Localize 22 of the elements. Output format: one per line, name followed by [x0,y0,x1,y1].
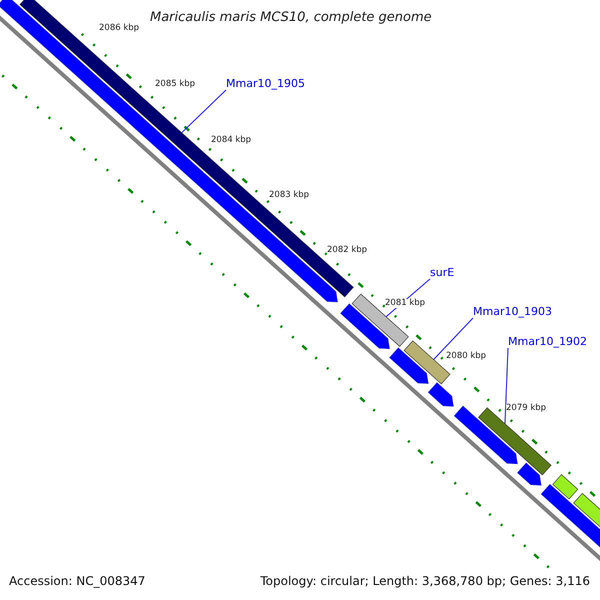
scale-label: 2080 kbp [446,352,486,360]
leader-line [181,90,226,134]
gene-label: surE [430,267,454,278]
scale-label: 2081 kbp [385,299,426,308]
gene-feature [389,347,429,384]
scale-label: 2085 kbp [155,80,196,88]
gene-bar [352,294,409,347]
scale-label: 2083 kbp [269,191,310,200]
gene-label: Mmar10_1902 [508,336,587,347]
gene-label: Mmar10_1905 [226,78,305,89]
scale-label: 2082 kbp [327,246,368,254]
accession-text: Accession: NC_008347 [9,575,146,587]
gene-label: Mmar10_1903 [473,306,552,317]
genome-info-text: Topology: circular; Length: 3,368,780 bp; Genes: 3,116 [260,575,590,587]
leader-line [433,318,474,360]
gene-feature [428,382,454,407]
title: Maricaulis maris MCS10, complete genome [150,11,432,24]
gene-bar [552,474,578,500]
scale-label: 2084 kbp [211,136,252,144]
scale-label: 2079 kbp [506,404,546,412]
scale-label: 2086 kbp [99,24,140,32]
gene-feature [517,462,542,486]
